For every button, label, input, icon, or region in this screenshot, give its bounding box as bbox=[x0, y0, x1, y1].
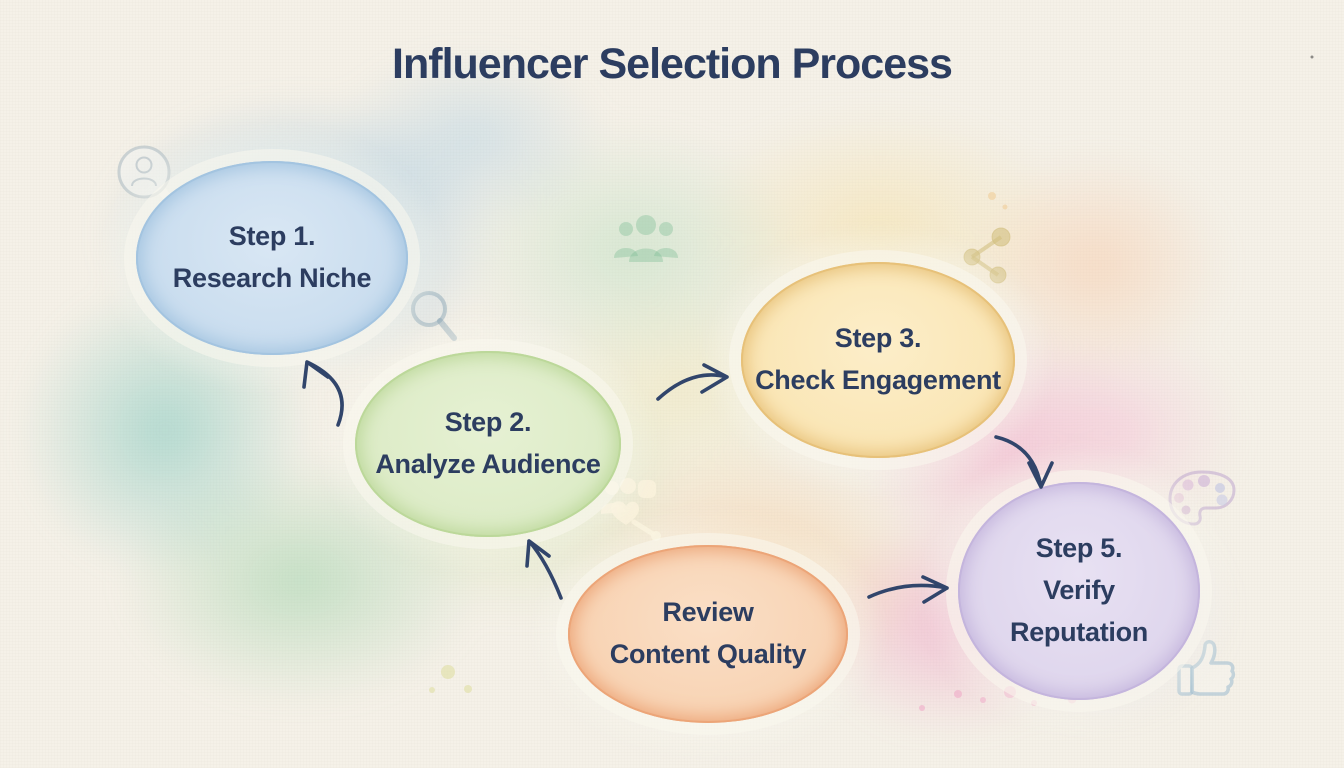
step-5-title: Verify bbox=[1043, 575, 1115, 606]
share-icon bbox=[963, 227, 1011, 284]
step-2-title: Analyze Audience bbox=[375, 449, 601, 479]
step-1-title: Research Niche bbox=[172, 263, 372, 293]
step-3-title: Check Engagement bbox=[755, 365, 1001, 395]
step-5-bubble: Step 5. Verify Reputation bbox=[958, 482, 1200, 700]
step-5-title-line2: Reputation bbox=[1010, 616, 1148, 647]
page-title: Influencer Selection Process bbox=[392, 40, 953, 88]
magnifier-icon bbox=[411, 291, 457, 341]
thumbs-up-icon bbox=[1177, 640, 1236, 696]
step-1-bubble: Step 1. Research Niche bbox=[136, 161, 408, 355]
step-4-bubble: Review Content Quality bbox=[568, 545, 848, 723]
audience-love-icon bbox=[601, 478, 661, 541]
step-5-label: Step 5. bbox=[1035, 533, 1123, 564]
step-3-bubble: Step 3. Check Engagement bbox=[741, 262, 1015, 458]
team-icon bbox=[614, 215, 678, 262]
step-4-title: Content Quality bbox=[609, 639, 807, 669]
step-2-bubble: Step 2. Analyze Audience bbox=[355, 351, 621, 537]
step-2-label: Step 2. bbox=[444, 407, 532, 438]
step-3-label: Step 3. bbox=[834, 323, 922, 354]
palette-icon bbox=[1168, 470, 1236, 526]
step-1-label: Step 1. bbox=[228, 221, 316, 252]
step-4-label: Review bbox=[662, 597, 754, 628]
